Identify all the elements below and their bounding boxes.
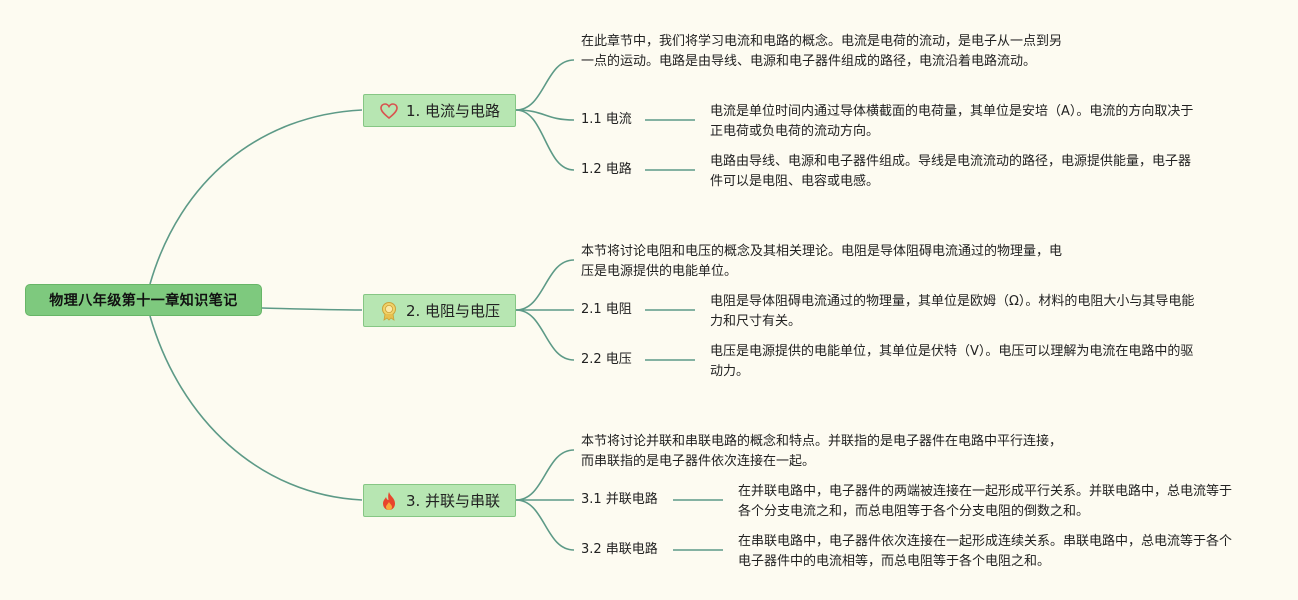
subtopic-label[interactable]: 1.1 电流 <box>581 112 632 127</box>
subtopic-label[interactable]: 2.2 电压 <box>581 352 632 367</box>
link-root-topic2 <box>261 307 363 311</box>
link-topic1-intro <box>515 59 575 111</box>
subtopic-label[interactable]: 3.2 串联电路 <box>581 542 658 557</box>
fire-icon <box>379 491 399 511</box>
topic-node-resistance-voltage[interactable]: 2. 电阻与电压 <box>363 294 516 327</box>
link-topic3-sub2 <box>515 499 575 551</box>
subtopic-desc: 在串联电路中，电子器件依次连接在一起形成连续关系。串联电路中，总电流等于各个电子… <box>738 534 1233 569</box>
subtopic-label[interactable]: 3.1 并联电路 <box>581 492 658 507</box>
link-topic1-sub2 <box>515 109 575 171</box>
topic-intro: 本节将讨论电阻和电压的概念及其相关理论。电阻是导体阻碍电流通过的物理量，电压是电… <box>581 244 1063 279</box>
topic-node-current-circuit[interactable]: 1. 电流与电路 <box>363 94 516 127</box>
subtopic-label[interactable]: 1.2 电路 <box>581 162 632 177</box>
award-medal-icon <box>379 301 399 321</box>
topic-label: 3. 并联与串联 <box>405 492 501 510</box>
heart-icon <box>379 101 399 121</box>
subtopic-desc: 在并联电路中，电子器件的两端被连接在一起形成平行关系。并联电路中，总电流等于各个… <box>738 484 1233 519</box>
topic-intro: 本节将讨论并联和串联电路的概念和特点。并联指的是电子器件在电路中平行连接，而串联… <box>581 434 1063 469</box>
link-topic3-intro <box>515 449 575 501</box>
topic-node-parallel-series[interactable]: 3. 并联与串联 <box>363 484 516 517</box>
subtopic-desc: 电阻是导体阻碍电流通过的物理量，其单位是欧姆（Ω）。材料的电阻大小与其导电能力和… <box>710 294 1195 329</box>
topic-label: 2. 电阻与电压 <box>405 302 501 320</box>
root-title: 物理八年级第十一章知识笔记 <box>49 293 238 309</box>
link-topic2-intro <box>515 259 575 311</box>
topic-intro: 在此章节中，我们将学习电流和电路的概念。电流是电荷的流动，是电子从一点到另一点的… <box>581 34 1063 69</box>
topic-label: 1. 电流与电路 <box>405 102 501 120</box>
root-node[interactable]: 物理八年级第十一章知识笔记 <box>25 284 262 316</box>
subtopic-desc: 电流是单位时间内通过导体横截面的电荷量，其单位是安培（A）。电流的方向取决于正电… <box>710 104 1194 139</box>
subtopic-label[interactable]: 2.1 电阻 <box>581 302 632 317</box>
link-topic1-sub1 <box>515 109 575 121</box>
link-root-topic3 <box>149 315 363 501</box>
subtopic-desc: 电路由导线、电源和电子器件组成。导线是电流流动的路径，电源提供能量，电子器件可以… <box>710 154 1192 189</box>
subtopic-desc: 电压是电源提供的电能单位，其单位是伏特（V）。电压可以理解为电流在电路中的驱动力… <box>710 344 1194 379</box>
link-root-topic1 <box>149 109 363 285</box>
link-topic2-sub2 <box>515 309 575 361</box>
